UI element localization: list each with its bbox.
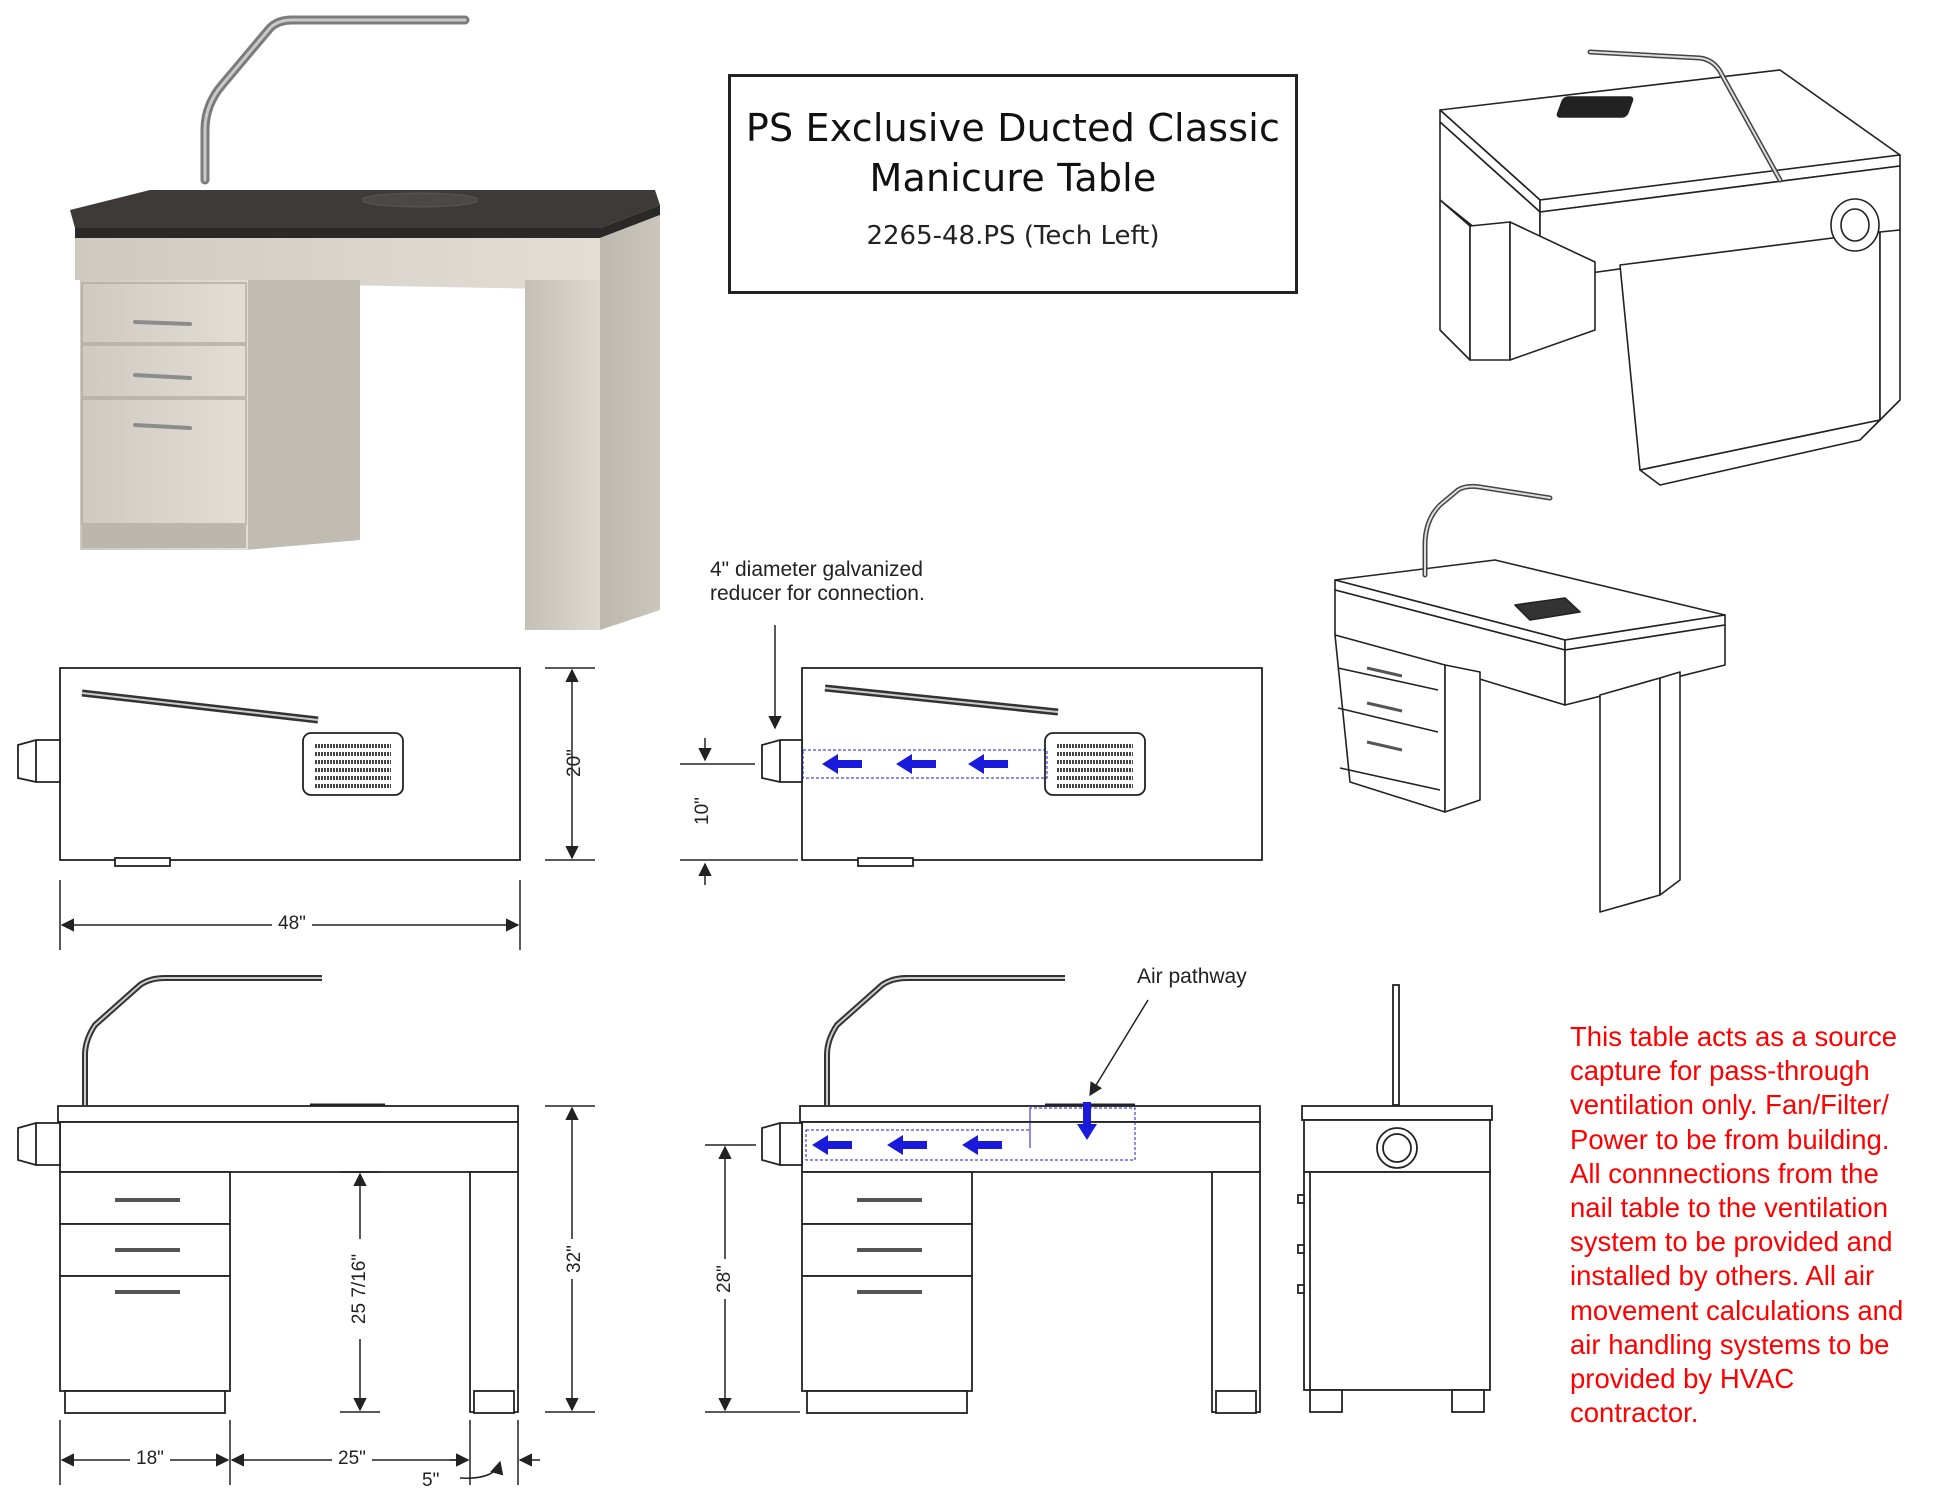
side-elevation: [1297, 984, 1493, 1413]
dim-duct-height-front: 28": [714, 1259, 736, 1299]
note-line: nail table to the ventilation: [1570, 1192, 1888, 1224]
note-line: This table acts as a source: [1570, 1021, 1898, 1052]
dim-knee-width: 25": [332, 1448, 372, 1470]
air-pathway-callout: Air pathway: [1137, 965, 1247, 988]
dim-duct-height-plan: 10": [692, 797, 713, 825]
reducer-callout: 4" diameter galvanized reducer for conne…: [710, 558, 925, 606]
plan-view-right: [761, 667, 1263, 867]
title-block: PS Exclusive Ducted Classic Manicure Tab…: [728, 74, 1298, 294]
note-line: installed by others. All air: [1570, 1260, 1875, 1292]
note-line: ventilation only. Fan/Filter/: [1570, 1089, 1889, 1121]
plan-view-left: [17, 667, 521, 867]
ventilation-note: This table acts as a source capture for …: [1570, 1020, 1945, 1430]
note-line: air handling systems to be: [1570, 1328, 1890, 1360]
airflow-arrows-plan: [822, 754, 1008, 774]
airflow-arrows-front: [812, 1102, 1097, 1155]
iso-view-back: [1439, 49, 1901, 486]
note-line: Power to be from building.: [1570, 1123, 1890, 1155]
dim-leg-width: 5": [422, 1470, 440, 1491]
note-line: system to be provided and: [1570, 1226, 1893, 1258]
dim-top-depth: 20": [564, 749, 585, 777]
title-line-1: PS Exclusive Ducted Classic: [745, 106, 1281, 150]
iso-view-front: [1334, 483, 1726, 913]
dim-drawer-width: 18": [130, 1448, 170, 1470]
dim-front-height: 32": [564, 1239, 586, 1279]
rendered-table-photo: [70, 15, 660, 630]
title-line-2: Manicure Table: [869, 156, 1157, 200]
front-elevation-left: [17, 975, 519, 1414]
dim-top-width: 48": [272, 913, 312, 935]
note-line: capture for pass-through: [1570, 1055, 1870, 1087]
model-number: 2265-48.PS (Tech Left): [866, 221, 1160, 251]
dim-knee-height: 25 7/16": [349, 1239, 371, 1339]
front-elevation-right: [761, 975, 1261, 1414]
note-line: All connnections from the: [1570, 1157, 1879, 1189]
note-line: provided by HVAC: [1570, 1363, 1795, 1395]
note-line: contractor.: [1570, 1397, 1699, 1429]
note-line: movement calculations and: [1570, 1294, 1904, 1326]
reducer-callout-line-1: 4" diameter galvanized: [710, 558, 923, 581]
plan-right-dimensions: [680, 625, 798, 885]
reducer-callout-line-2: reducer for connection.: [710, 582, 925, 605]
